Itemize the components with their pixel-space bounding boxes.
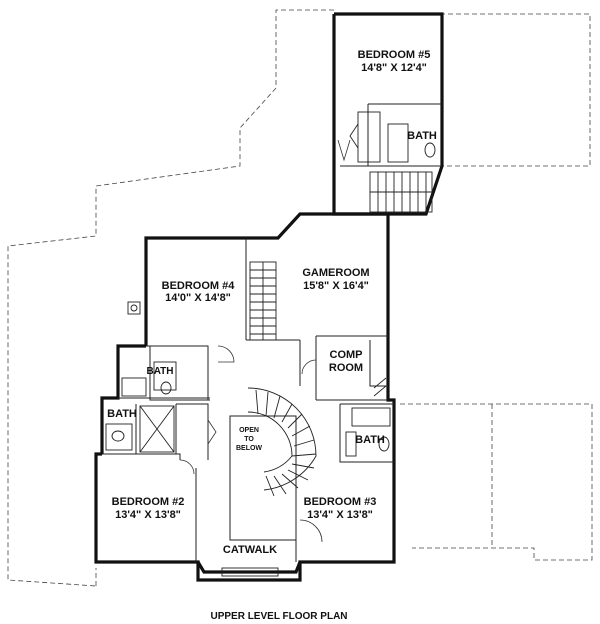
bedroom4-size: 14'0" X 14'8" [165,292,231,304]
bedroom5-size: 14'8" X 12'4" [361,62,427,74]
bath5-name: BATH [407,130,437,142]
interior-walls [102,103,442,562]
bedroom3-size: 13'4" X 13'8" [307,509,373,521]
bath4-name: BATH [146,366,173,377]
bedroom4-name: BEDROOM #4 [162,280,236,292]
bedroom2-name: BEDROOM #2 [112,496,185,508]
comp-room-name: COMP [330,349,363,361]
open-to-below-line2: TO [244,436,254,443]
stairs [249,171,433,341]
bath3-name: BATH [355,434,385,446]
gameroom-size: 15'8" X 16'4" [303,280,369,292]
bath2-name: BATH [107,408,137,420]
catwalk-name: CATWALK [223,544,277,556]
bedroom3-name: BEDROOM #3 [304,496,377,508]
bedroom2-size: 13'4" X 13'8" [115,509,181,521]
open-to-below-line3: BELOW [236,445,262,452]
open-to-below-line1: OPEN [239,427,259,434]
roof-outline [7,9,593,587]
comp-room-name2: ROOM [329,362,363,374]
fixtures [105,111,436,577]
plan-title: UPPER LEVEL FLOOR PLAN [210,611,347,622]
room-labels: BEDROOM #5 14'8" X 12'4" BATH GAMEROOM 1… [107,49,437,556]
bedroom5-name: BEDROOM #5 [358,49,431,61]
spiral-staircase [247,387,317,497]
gameroom-name: GAMEROOM [302,267,369,279]
